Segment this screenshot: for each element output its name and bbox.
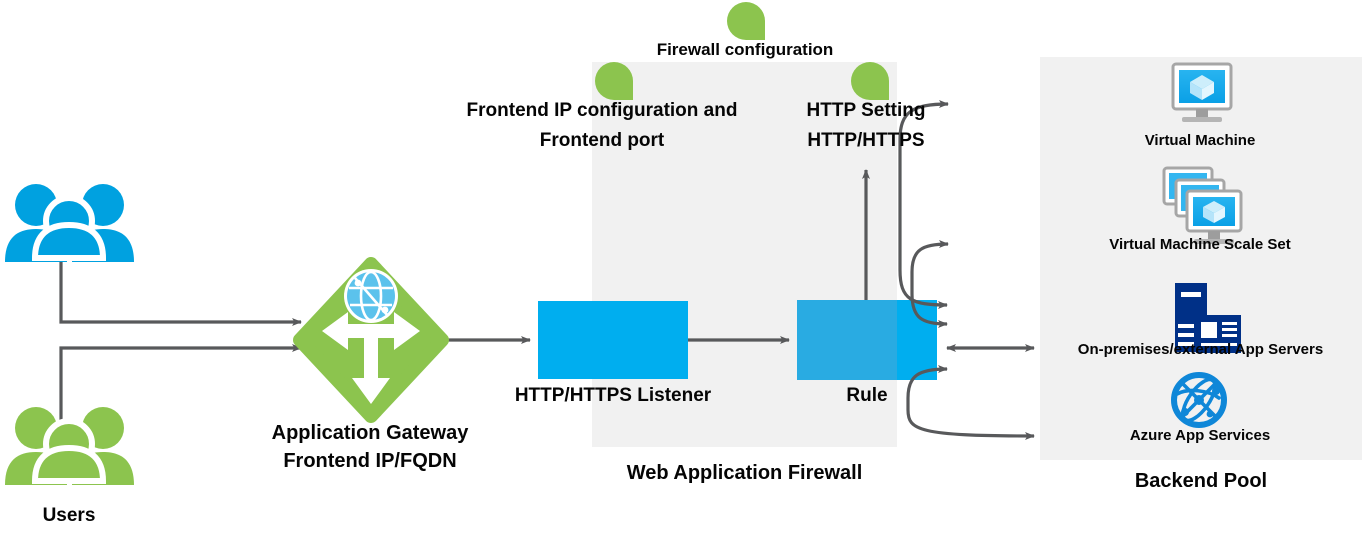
http-setting-callout-icon bbox=[851, 62, 889, 100]
web-application-firewall-panel bbox=[592, 62, 897, 447]
backend-pool-label: Backend Pool bbox=[1134, 470, 1268, 492]
server-icon bbox=[1175, 283, 1241, 353]
application-gateway-label-line1: Application Gateway bbox=[271, 422, 469, 444]
rule-box[interactable] bbox=[797, 300, 937, 380]
frontend-ip-config-label-line2: Frontend port bbox=[539, 130, 665, 151]
users-group-blue-icon bbox=[5, 184, 134, 262]
vm-scale-set-icon bbox=[1162, 166, 1243, 244]
connector-rule-virtual-machine bbox=[898, 100, 949, 309]
connector-users-bottom bbox=[59, 344, 302, 448]
connector-rule-app-services bbox=[906, 365, 1035, 440]
backend-item-label-2: On-premises/external App Servers bbox=[1077, 341, 1324, 358]
http-https-listener-label: HTTP/HTTPS Listener bbox=[514, 385, 712, 406]
rule-label: Rule bbox=[846, 385, 888, 406]
http-https-listener-box[interactable] bbox=[538, 301, 688, 379]
users-label: Users bbox=[42, 505, 96, 526]
firewall-configuration-label: Firewall configuration bbox=[656, 40, 834, 59]
frontend-ip-config-label-line1: Frontend IP configuration and bbox=[466, 100, 738, 121]
web-application-firewall-label: Web Application Firewall bbox=[626, 462, 863, 484]
application-gateway-label-line2: Frontend IP/FQDN bbox=[283, 450, 457, 472]
firewall-config-callout-icon bbox=[727, 2, 765, 40]
http-setting-label-line2: HTTP/HTTPS bbox=[807, 130, 925, 151]
connector-users-top bbox=[59, 258, 302, 326]
application-gateway-diamond-icon[interactable] bbox=[293, 257, 449, 423]
users-group-green-icon bbox=[5, 407, 134, 485]
virtual-machine-icon bbox=[1171, 62, 1233, 122]
connector-rule-vm-scale-set bbox=[910, 240, 949, 328]
backend-item-label-1: Virtual Machine Scale Set bbox=[1109, 236, 1291, 253]
backend-item-label-0: Virtual Machine bbox=[1144, 132, 1256, 149]
app-services-globe-icon bbox=[1171, 372, 1227, 428]
backend-item-label-3: Azure App Services bbox=[1129, 427, 1271, 444]
http-setting-label-line1: HTTP Setting bbox=[806, 100, 926, 121]
frontend-ip-callout-icon bbox=[595, 62, 633, 100]
